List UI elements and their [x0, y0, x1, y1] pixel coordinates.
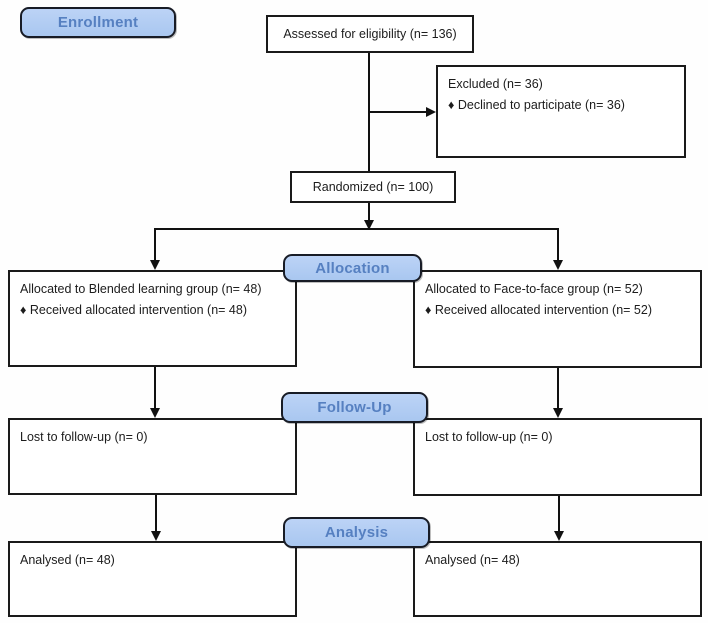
- connector-split-right-drop: [557, 228, 559, 260]
- analysis-label-text: Analysis: [324, 524, 389, 541]
- box-randomized: Randomized (n= 100): [290, 171, 456, 203]
- box-excluded: Excluded (n= 36) ♦ Declined to participa…: [436, 65, 686, 158]
- enrollment-label-text: Enrollment: [57, 14, 139, 31]
- arrowhead-analysis-right: [554, 531, 564, 541]
- lost-followup-left-text: Lost to follow-up (n= 0): [20, 430, 148, 444]
- arrowhead-excluded: [426, 107, 436, 117]
- box-allocated-face-to-face: Allocated to Face-to-face group (n= 52) …: [413, 270, 702, 368]
- excluded-reason: ♦ Declined to participate (n= 36): [448, 98, 625, 112]
- arrowhead-followup-left: [150, 408, 160, 418]
- arrowhead-followup-right: [553, 408, 563, 418]
- box-lost-followup-right: Lost to follow-up (n= 0): [413, 418, 702, 496]
- allocated-left-detail: ♦ Received allocated intervention (n= 48…: [20, 303, 247, 317]
- stage-label-enrollment: Enrollment: [20, 7, 176, 38]
- excluded-title: Excluded (n= 36): [448, 77, 543, 91]
- connector-followup-to-analysis-left: [155, 495, 157, 531]
- stage-label-follow-up: Follow-Up: [281, 392, 428, 423]
- analysed-left-text: Analysed (n= 48): [20, 553, 115, 567]
- allocation-label-text: Allocation: [315, 259, 390, 277]
- follow-up-label-text: Follow-Up: [317, 399, 392, 416]
- box-allocated-blended-learning: Allocated to Blended learning group (n= …: [8, 270, 297, 367]
- arrowhead-allocated-right: [553, 260, 563, 270]
- analysed-right-text: Analysed (n= 48): [425, 553, 520, 567]
- box-lost-followup-left: Lost to follow-up (n= 0): [8, 418, 297, 495]
- arrowhead-analysis-left: [151, 531, 161, 541]
- stage-label-allocation: Allocation: [283, 254, 422, 282]
- box-analysed-right: Analysed (n= 48): [413, 541, 702, 617]
- box-analysed-left: Analysed (n= 48): [8, 541, 297, 617]
- connector-branch-to-excluded: [369, 111, 427, 113]
- connector-randomized-to-split: [368, 203, 370, 221]
- lost-followup-right-text: Lost to follow-up (n= 0): [425, 430, 553, 444]
- assessed-text: Assessed for eligibility (n= 136): [283, 27, 457, 41]
- box-assessed-eligibility: Assessed for eligibility (n= 136): [266, 15, 474, 53]
- allocated-left-title: Allocated to Blended learning group (n= …: [20, 282, 262, 296]
- allocated-right-detail: ♦ Received allocated intervention (n= 52…: [425, 303, 652, 317]
- arrowhead-split: [364, 220, 374, 230]
- connector-allocated-to-followup-left: [154, 367, 156, 408]
- allocated-right-title: Allocated to Face-to-face group (n= 52): [425, 282, 643, 296]
- connector-allocated-to-followup-right: [557, 368, 559, 408]
- connector-split-left-drop: [154, 228, 156, 260]
- connector-followup-to-analysis-right: [558, 496, 560, 531]
- arrowhead-allocated-left: [150, 260, 160, 270]
- randomized-text: Randomized (n= 100): [312, 180, 434, 194]
- connector-split-horizontal: [154, 228, 559, 230]
- stage-label-analysis: Analysis: [283, 517, 430, 548]
